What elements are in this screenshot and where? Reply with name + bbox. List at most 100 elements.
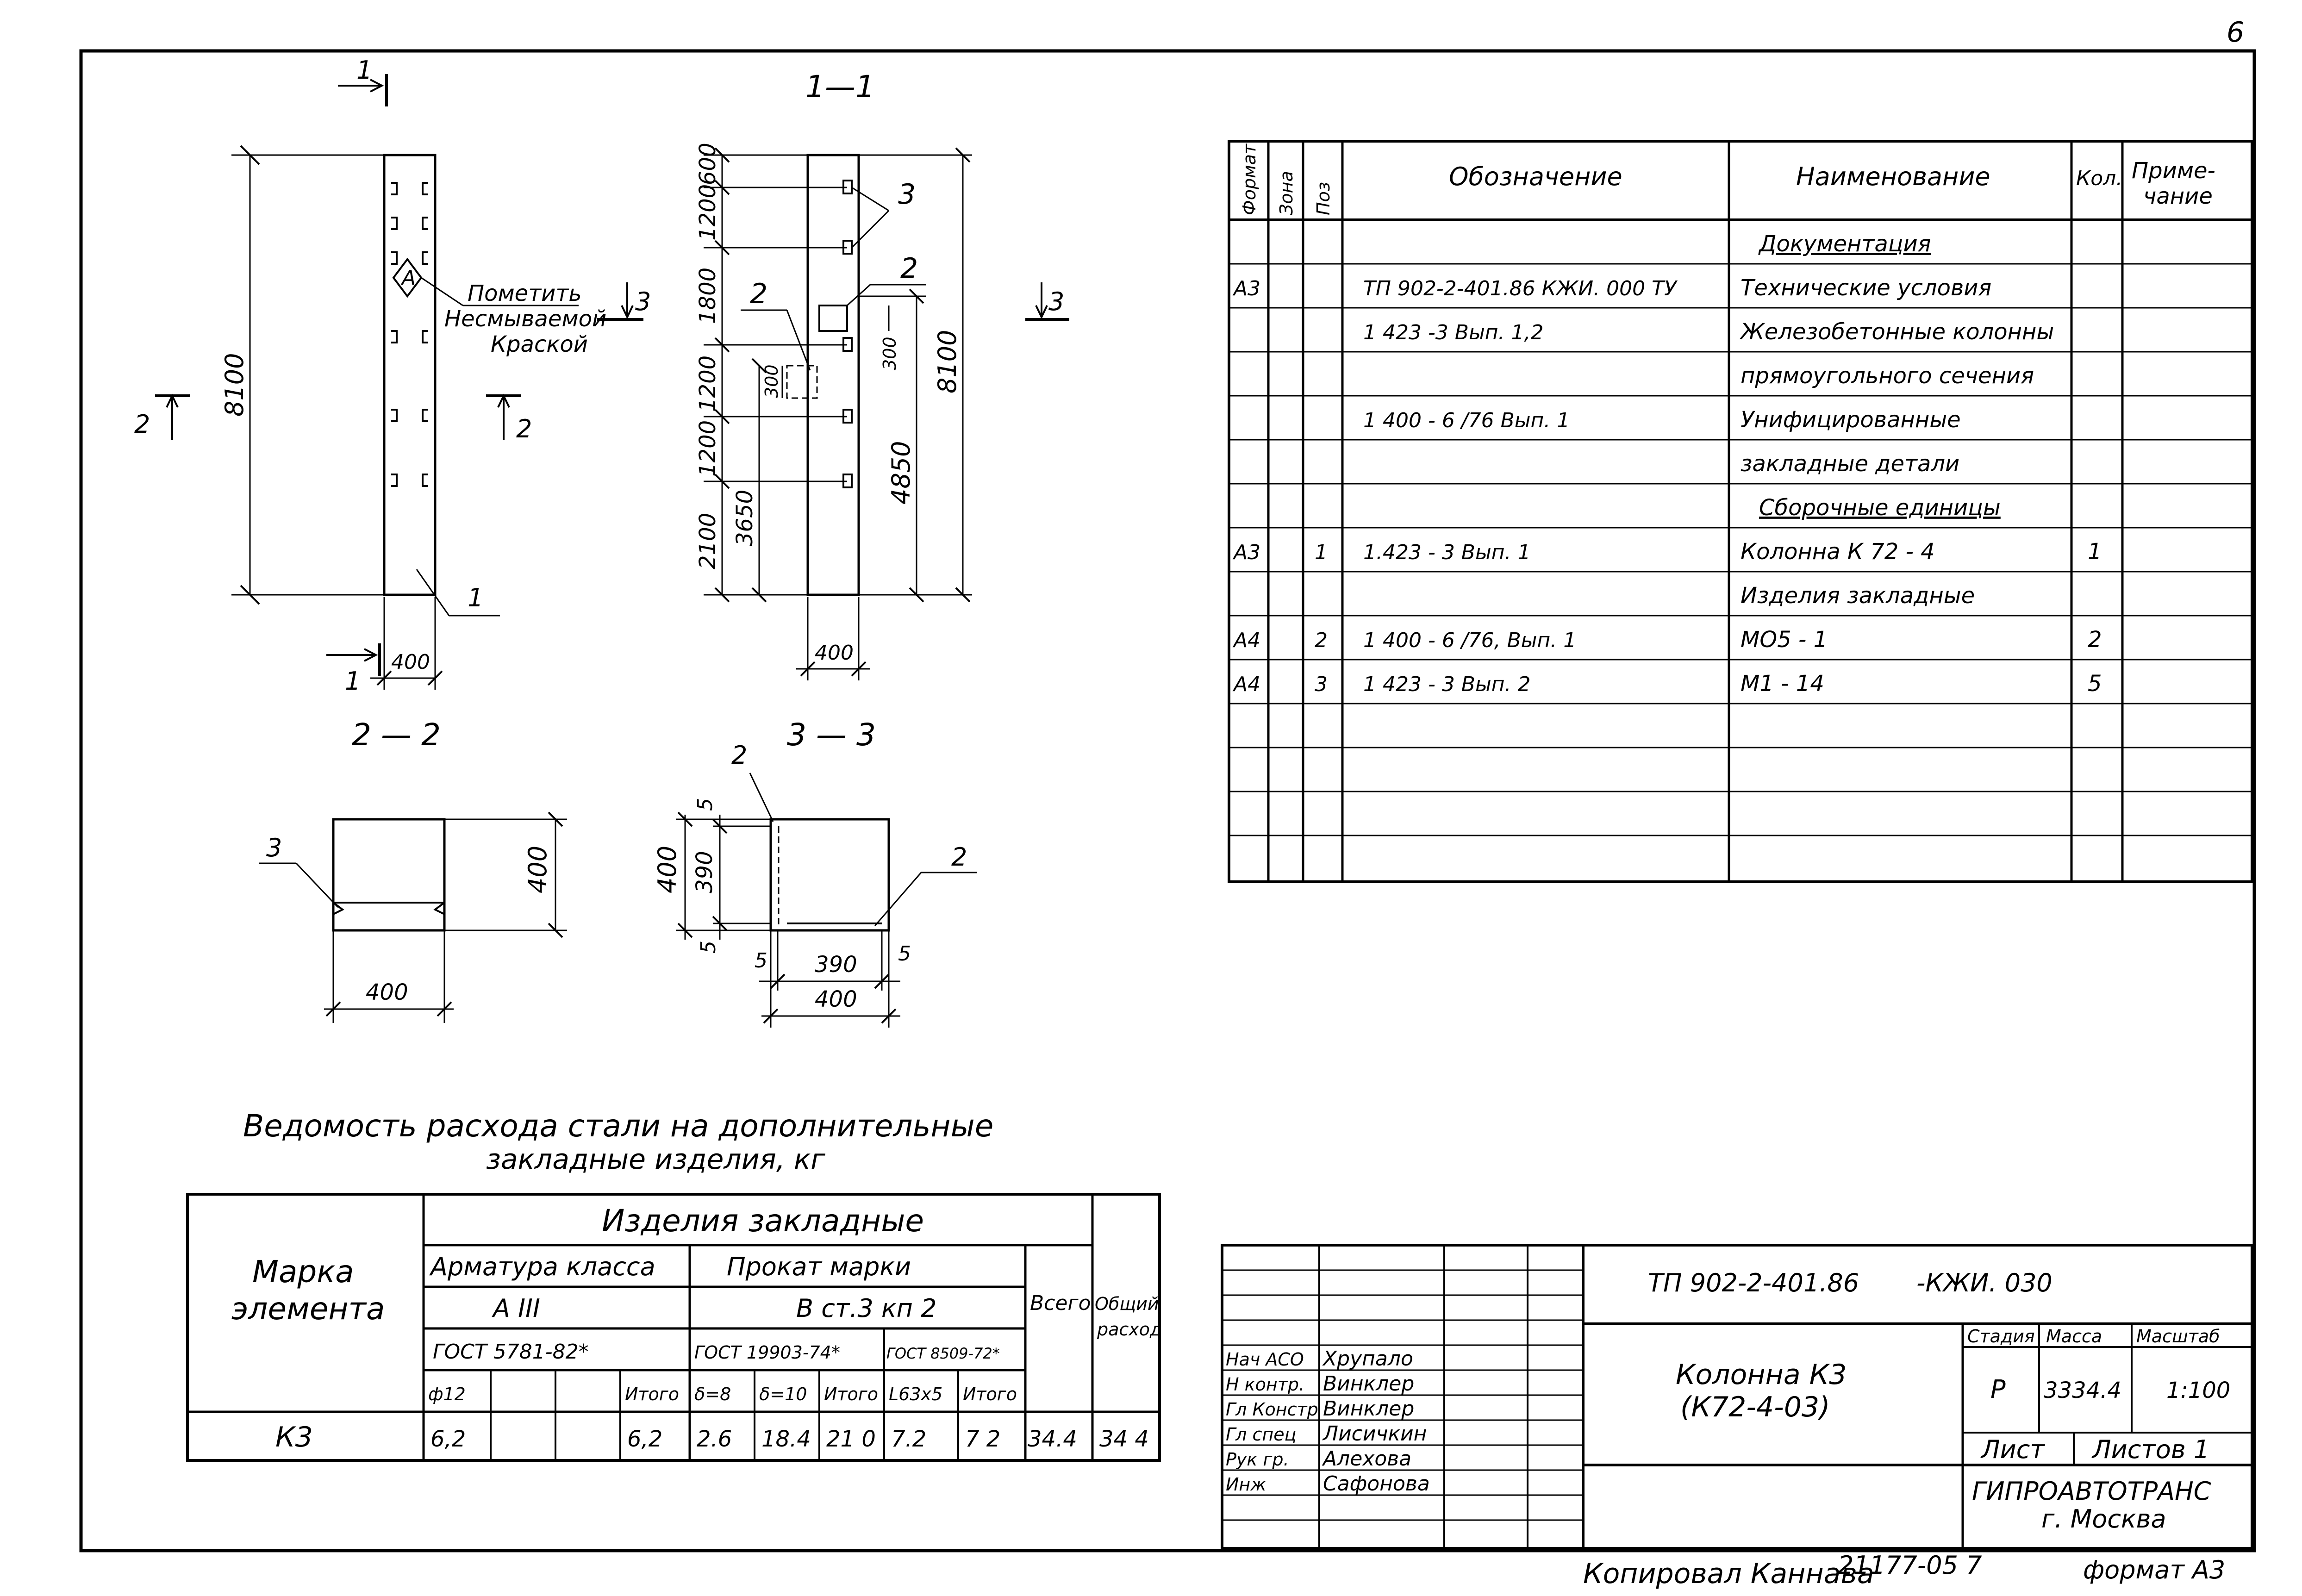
- height-dim: 8100: [220, 353, 249, 417]
- page-number: 6: [2227, 16, 2244, 49]
- tb-h-mass: Масса: [2046, 1326, 2102, 1347]
- spec-cell-code: 1 423 - 3 Вып. 2: [1363, 673, 1530, 696]
- steel-row-overall: 34 4: [1099, 1426, 1149, 1452]
- spec-cell-name: Документация: [1758, 231, 1931, 257]
- tb-sheets-label: Листов 1: [2091, 1435, 2209, 1464]
- steel-h-steel: В ст.3 кп 2: [796, 1294, 937, 1323]
- footer-inv: 21177-05 7: [1838, 1551, 1982, 1580]
- steel-sub-header: Итого: [824, 1384, 878, 1404]
- spec-cell-name: М1 - 14: [1741, 671, 1824, 697]
- spec-cell-code: 1 400 - 6 /76, Вып. 1: [1363, 629, 1576, 652]
- section-3-mark-left: 3: [635, 287, 651, 316]
- spec-cell-pos: 1: [1315, 541, 1328, 564]
- steel-h-gost1: ГОСТ 5781-82*: [433, 1340, 589, 1364]
- spec-cell-name: Железобетонные колонны: [1739, 319, 2054, 345]
- section-2-mark-right: 2: [516, 414, 532, 443]
- section-3-3-dim-390-v: 390: [692, 851, 717, 893]
- footer-copied: Копировал Каннава: [1583, 1558, 1874, 1590]
- section-2-2-dim-w: 400: [366, 979, 408, 1005]
- spec-cell-name: Изделия закладные: [1741, 583, 1975, 609]
- dim-3650: 3650: [732, 490, 758, 546]
- mark-badge-letter: A: [400, 266, 416, 290]
- section-3-3-dim-5-left: 5: [755, 949, 767, 973]
- tb-mass: 3334.4: [2044, 1378, 2121, 1403]
- section-1-1-callout-2-right: 2: [900, 252, 918, 285]
- section-3-3-callout-2-top: 2: [731, 741, 747, 770]
- dim-1200-c: 1200: [695, 420, 721, 477]
- tb-person-role: Рук гр.: [1226, 1449, 1289, 1470]
- dim-8100: 8100: [933, 330, 962, 393]
- steel-sub-header: Итого: [963, 1384, 1017, 1404]
- section-3-3-dim-5-bottom: 5: [697, 941, 720, 954]
- section-1-1-width-dim: 400: [815, 641, 854, 665]
- spec-cell-name: закладные детали: [1741, 451, 1959, 477]
- note-line-3: Краской: [491, 331, 588, 357]
- section-2-2-body: [332, 818, 446, 932]
- tb-person-name: Лисичкин: [1322, 1422, 1427, 1446]
- dim-2100: 2100: [695, 513, 721, 569]
- spec-cell-format: А3: [1232, 277, 1260, 300]
- tb-doc-suffix: -КЖИ. 030: [1916, 1268, 2052, 1297]
- tb-h-stage: Стадия: [1967, 1326, 2035, 1347]
- footer-format: формат А3: [2083, 1555, 2225, 1584]
- dim-300-left: 300: [761, 364, 782, 398]
- steel-sub-header: L63х5: [889, 1384, 942, 1404]
- plate-mo5: [818, 305, 848, 332]
- spec-h-note-2: чание: [2143, 183, 2213, 209]
- section-1-1-body: [806, 154, 860, 596]
- width-dim: 400: [391, 650, 430, 674]
- steel-h-rolled: Прокат марки: [727, 1252, 911, 1281]
- tb-person-role: Нач АСО: [1226, 1349, 1304, 1370]
- section-3-3-dim-5-right: 5: [898, 942, 911, 966]
- elevation-view: A Пометить Несмываемой Краской 8100 400 …: [134, 56, 1069, 696]
- tb-object-name-1: Колонна К3: [1676, 1359, 1847, 1391]
- steel-h-gost2: ГОСТ 19903-74*: [694, 1342, 840, 1363]
- tb-person-name: Винклер: [1323, 1372, 1414, 1396]
- steel-h-class: А III: [492, 1294, 540, 1323]
- spec-cell-format: А4: [1232, 629, 1260, 652]
- steel-row-cell: 18.4: [761, 1426, 811, 1452]
- section-3-mark-right: 3: [1048, 287, 1064, 316]
- tb-person-name: Хрупало: [1322, 1347, 1413, 1371]
- tb-h-scale: Масштаб: [2136, 1326, 2220, 1347]
- spec-h-note-1: Приме-: [2132, 158, 2215, 184]
- steel-row-mark: К3: [275, 1421, 313, 1453]
- section-2-2-callout-3: 3: [266, 833, 282, 862]
- spec-cell-code: 1 400 - 6 /76 Вып. 1: [1363, 409, 1570, 432]
- tb-person-name: Винклер: [1323, 1397, 1414, 1421]
- steel-h-group: Изделия закладные: [602, 1203, 924, 1239]
- mark-badge: [392, 257, 423, 298]
- spec-cell-name: Колонна К 72 - 4: [1741, 539, 1935, 565]
- steel-row-cell: 7.2: [891, 1426, 926, 1452]
- section-3-3-title: 3 — 3: [787, 717, 876, 753]
- dim-1800: 1800: [695, 268, 721, 324]
- dim-600: 600: [695, 143, 721, 185]
- section-1-1-callout-3: 3: [898, 178, 916, 211]
- section-3-3-callout-2-right: 2: [951, 842, 967, 872]
- spec-cell-qty: 5: [2088, 671, 2102, 697]
- spec-cell-name: прямоугольного сечения: [1741, 363, 2034, 389]
- section-3-3-dim-390-h: 390: [815, 952, 857, 978]
- spec-cell-code: ТП 902-2-401.86 КЖИ. 000 ТУ: [1363, 277, 1678, 300]
- spec-cell-format: А3: [1232, 541, 1260, 564]
- spec-cell-pos: 3: [1315, 673, 1328, 696]
- tb-stage: Р: [1990, 1375, 2006, 1404]
- spec-h-code: Обозначение: [1449, 162, 1622, 191]
- section-2-mark-left: 2: [134, 410, 150, 439]
- dim-300-right: 300: [880, 337, 900, 370]
- tb-person-name: Алехова: [1322, 1447, 1411, 1471]
- spec-cell-name: Технические условия: [1741, 275, 1991, 301]
- section-3-3-dim-5-top: 5: [693, 798, 717, 811]
- steel-row-cell: 7 2: [965, 1426, 1000, 1452]
- spec-cell-name: Унифицированные: [1741, 407, 1961, 433]
- steel-h-overall-2: расход: [1097, 1319, 1162, 1340]
- tb-object-name-2: (К72-4-03): [1680, 1391, 1830, 1423]
- spec-h-format: Формат: [1239, 143, 1260, 215]
- dim-1200-b: 1200: [695, 355, 721, 412]
- note-line-1: Пометить: [468, 281, 582, 306]
- steel-sub-header: Итого: [625, 1384, 679, 1404]
- sheet-frame: [79, 49, 2256, 1552]
- section-3-3-dim-400-v: 400: [653, 846, 682, 893]
- steel-sub-header: ф12: [428, 1384, 466, 1404]
